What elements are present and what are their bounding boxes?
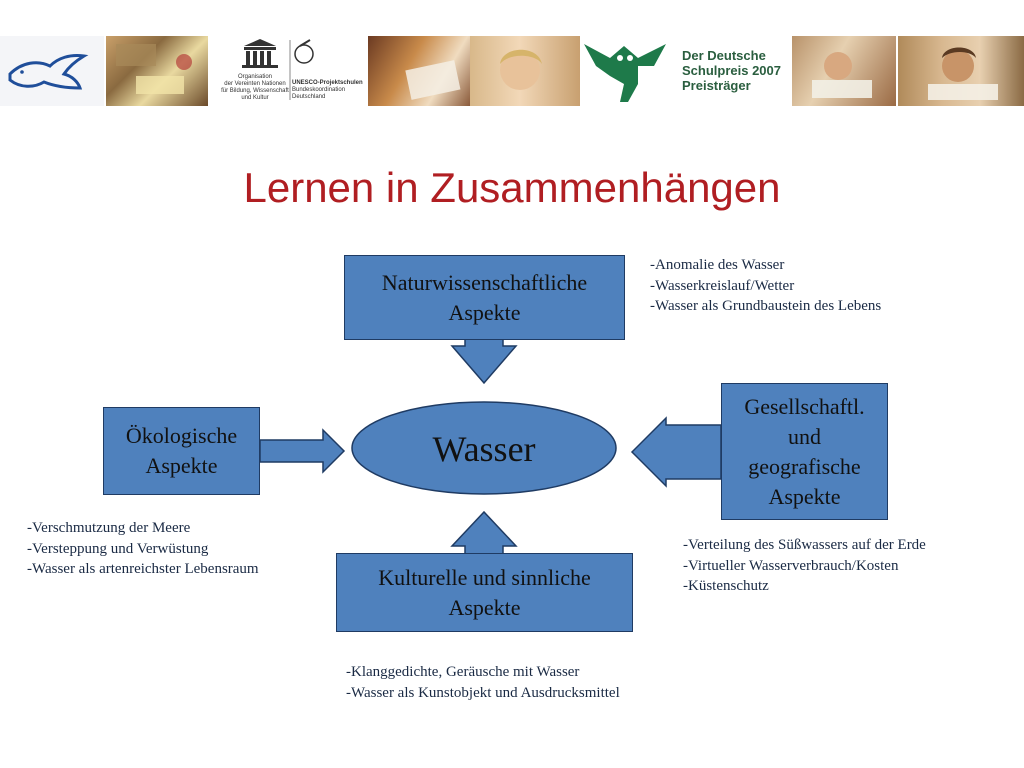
classroom-photo-3: [470, 36, 580, 106]
note-kulturell: -Klanggedichte, Geräusche mit Wasser-Was…: [346, 664, 620, 701]
note-naturwissenschaftlich: -Anomalie des Wasser-Wasserkreislauf/Wet…: [650, 257, 882, 314]
classroom-photo-4: [792, 36, 896, 106]
owl-icon: [584, 44, 666, 102]
unesco-temple-icon: [242, 39, 314, 100]
note-gesellschaftlich: -Verteilung des Süßwassers auf der Erde-…: [683, 537, 926, 594]
bottom-arrow: [450, 510, 518, 555]
dove-logo: [0, 36, 104, 106]
top-arrow: [450, 338, 518, 385]
left-arrow: [259, 428, 346, 474]
page-title: Lernen in Zusammenhängen: [243, 164, 781, 211]
dove-icon: [8, 54, 89, 90]
classroom-photo-5: [898, 36, 1024, 106]
center-label: Wasser: [432, 429, 536, 469]
classroom-photo-2: [368, 36, 470, 106]
note-oekologisch: -Verschmutzung der Meere-Versteppung und…: [27, 520, 259, 577]
classroom-photo-1: [106, 36, 208, 106]
right-arrow: [630, 416, 722, 488]
center-ellipse: [351, 401, 617, 495]
